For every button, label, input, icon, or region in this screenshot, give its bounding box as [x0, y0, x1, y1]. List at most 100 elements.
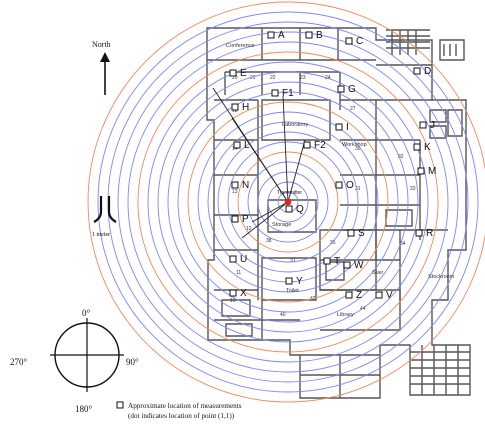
transmitter-label: Transmitter	[277, 190, 302, 196]
ring-12	[167, 81, 409, 323]
measurement-point-o: O	[346, 180, 354, 191]
ring-6	[227, 141, 349, 263]
svg-text:22: 22	[270, 75, 276, 81]
measurement-square-f1	[271, 89, 279, 97]
svg-text:40: 40	[280, 312, 286, 318]
legend-line-1: Approximate location of measurements	[128, 402, 242, 410]
measurement-square-l	[233, 141, 241, 149]
measurement-square-c	[345, 37, 353, 45]
measurement-point-v: V	[386, 290, 393, 301]
measurement-square-o	[335, 181, 343, 189]
measurement-square-h	[231, 103, 239, 111]
ring-7	[217, 131, 359, 273]
measurement-point-l: L	[244, 140, 250, 151]
measurement-point-d: D	[424, 66, 431, 77]
measurement-square-y	[285, 277, 293, 285]
svg-text:35: 35	[330, 240, 336, 246]
svg-text:10: 10	[230, 298, 236, 304]
room-label-stair: Stair	[372, 270, 383, 276]
measurement-square-g	[337, 85, 345, 93]
measurement-point-i: I	[346, 122, 349, 133]
svg-text:27: 27	[350, 106, 356, 112]
measurement-point-f1: F1	[282, 88, 294, 99]
legend-line-2: (dot indicates location of point (1,1))	[128, 412, 235, 420]
ring-10	[187, 101, 389, 303]
ring-15	[137, 51, 439, 353]
svg-text:23: 23	[300, 75, 306, 81]
measurement-point-s: S	[358, 228, 365, 239]
room-label-conference: Conference	[226, 43, 254, 49]
svg-text:18: 18	[232, 108, 238, 114]
measurement-square-z	[345, 291, 353, 299]
svg-text:37: 37	[290, 258, 296, 264]
room-label-stockroom: Stockroom	[428, 274, 455, 280]
measurement-point-k: K	[424, 142, 431, 153]
north-arrow-icon	[100, 52, 110, 62]
ring-2	[267, 181, 309, 223]
measurement-point-w: W	[354, 260, 364, 271]
transmitter: Transmitter	[277, 190, 302, 206]
measurement-point-z: Z	[356, 290, 362, 301]
compass-label-90: 90°	[126, 357, 139, 367]
measurement-point-r: R	[426, 228, 433, 239]
measurement-square-n	[231, 181, 239, 189]
measurement-point-m: M	[428, 166, 436, 177]
svg-text:38: 38	[266, 238, 272, 244]
room-label-lab: Laboratory	[282, 122, 309, 128]
measurement-point-g: G	[348, 84, 356, 95]
compass-label-270: 270°	[10, 357, 28, 367]
transmitter-dot	[284, 198, 292, 206]
measurement-square-v	[375, 291, 383, 299]
ring-16	[127, 41, 449, 363]
measurement-point-n: N	[242, 180, 249, 191]
measurement-point-q: Q	[296, 204, 304, 215]
measurement-point-t: T	[334, 256, 340, 267]
ring-5	[237, 151, 339, 253]
scale-label: 1 meter	[92, 232, 110, 238]
ring-9	[197, 111, 379, 293]
ring-20	[87, 1, 485, 403]
room-label-toilet: Toilet	[286, 288, 299, 294]
measurement-point-f2: F2	[314, 140, 326, 151]
room-label-library: Library	[337, 312, 354, 318]
measurement-square-i	[335, 123, 343, 131]
measurement-square-t	[323, 257, 331, 265]
measurement-square-w	[343, 261, 351, 269]
svg-text:30: 30	[355, 146, 361, 152]
north-arrow: North	[92, 40, 111, 95]
ring-4	[247, 161, 329, 243]
ring-17	[117, 31, 459, 373]
measurement-point-e: E	[240, 68, 247, 79]
room-words: Conference Laboratory Workshop Stockroom…	[226, 43, 455, 318]
measurement-rays	[212, 87, 306, 239]
svg-text:34: 34	[400, 241, 406, 247]
svg-text:20: 20	[232, 75, 238, 81]
ring-19	[97, 11, 479, 393]
floor-plan-walls	[206, 27, 471, 399]
measurement-square-k	[413, 143, 421, 151]
north-label: North	[92, 40, 111, 49]
measurement-square-b	[305, 31, 313, 39]
room-label-workshop: Workshop	[342, 142, 367, 148]
measurement-square-s	[347, 229, 355, 237]
measurement-square-e	[229, 69, 237, 77]
svg-text:32: 32	[398, 154, 404, 160]
measurement-square-f2	[303, 141, 311, 149]
svg-text:12: 12	[246, 226, 252, 232]
measurement-point-p: P	[242, 214, 249, 225]
compass-label-0: 0°	[82, 308, 91, 318]
measurement-square-q	[285, 205, 293, 213]
svg-text:11: 11	[236, 270, 241, 276]
measurement-square-p	[231, 215, 239, 223]
room-label-storage: Storage	[272, 222, 291, 228]
svg-text:44: 44	[360, 306, 366, 312]
svg-text:33: 33	[410, 186, 416, 192]
measurement-point-b: B	[316, 30, 323, 41]
compass-label-180: 180°	[75, 404, 93, 414]
measurement-square-a	[267, 31, 275, 39]
measurement-point-a: A	[278, 30, 285, 41]
ring-11	[177, 91, 399, 313]
ring-3	[257, 171, 319, 233]
